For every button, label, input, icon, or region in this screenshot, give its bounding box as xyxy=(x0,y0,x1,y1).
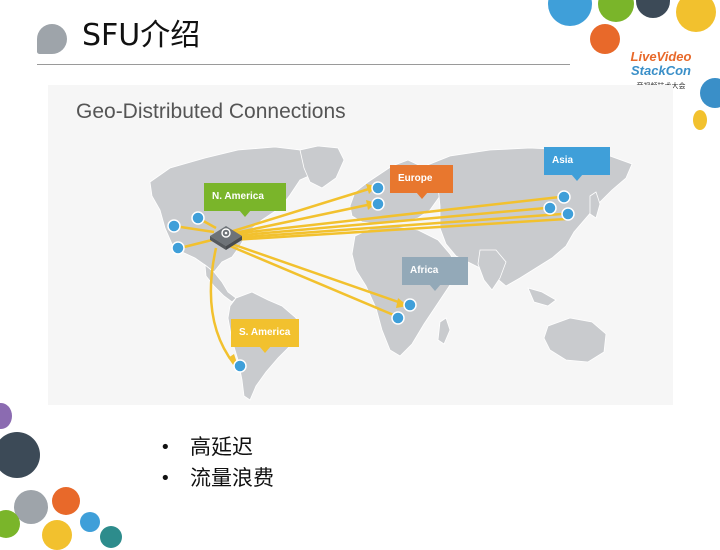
arrow-to-asia-2 xyxy=(231,206,547,238)
node-icon xyxy=(561,207,575,221)
deco-circle xyxy=(693,110,707,130)
connection-arrows xyxy=(173,186,567,365)
southeast-asia-shape xyxy=(527,287,557,307)
deco-circle xyxy=(598,0,634,22)
bullet-item: 高延迟 xyxy=(160,432,274,463)
endpoint-nodes xyxy=(167,181,575,373)
arrow-to-europe-2 xyxy=(229,202,373,236)
deco-circle xyxy=(676,0,716,32)
arrow-to-asia-3 xyxy=(231,212,563,240)
node-icon xyxy=(191,211,205,225)
conference-logo: LiveVideo StackCon 音视频技术大会 xyxy=(616,36,706,104)
arrow-to-asia-4 xyxy=(231,217,567,242)
deco-circle xyxy=(636,0,670,18)
arrow-to-africa-1 xyxy=(231,242,405,306)
central-america-shape xyxy=(204,264,237,303)
node-icon xyxy=(171,241,185,255)
arrow-to-namerica-3 xyxy=(179,238,213,250)
bullet-list: 高延迟 流量浪费 xyxy=(160,432,274,494)
node-icon xyxy=(557,190,571,204)
arrow-to-africa-2 xyxy=(229,244,397,318)
deco-circle xyxy=(52,487,80,515)
madagascar-shape xyxy=(437,317,451,345)
region-label-europe: Europe xyxy=(390,165,453,199)
deco-circle xyxy=(14,490,48,524)
node-icon xyxy=(371,197,385,211)
india-shape xyxy=(477,249,507,291)
deco-circle xyxy=(80,512,100,532)
title-rule xyxy=(37,64,570,65)
region-label-africa: Africa xyxy=(402,257,468,291)
greenland-shape xyxy=(299,145,345,189)
region-label-s-america: S. America xyxy=(231,319,299,353)
title-dot xyxy=(37,24,67,54)
region-label-n-america: N. America xyxy=(204,183,286,217)
node-icon xyxy=(371,181,385,195)
australia-shape xyxy=(543,317,607,363)
arrow-to-asia-1 xyxy=(231,195,561,236)
node-icon xyxy=(543,201,557,215)
deco-circle xyxy=(0,432,40,478)
japan-shape xyxy=(589,191,601,219)
deco-circle xyxy=(0,403,12,429)
arrow-to-samerica xyxy=(209,247,235,365)
node-icon xyxy=(167,219,181,233)
arrow-to-europe-1 xyxy=(229,186,373,234)
gear-router-icon xyxy=(210,226,242,250)
node-icon xyxy=(233,359,247,373)
region-label-asia: Asia xyxy=(544,147,610,181)
deco-circle xyxy=(590,24,620,54)
bullet-item: 流量浪费 xyxy=(160,463,274,494)
deco-circle xyxy=(700,78,720,108)
node-icon xyxy=(403,298,417,312)
deco-circle xyxy=(0,510,20,538)
logo-line1: LiveVideo xyxy=(630,49,692,64)
slide-title: SFU介绍 xyxy=(82,18,201,53)
node-icon xyxy=(391,311,405,325)
panel-title: Geo-Distributed Connections xyxy=(76,100,346,123)
logo-line2: StackCon xyxy=(631,63,691,78)
